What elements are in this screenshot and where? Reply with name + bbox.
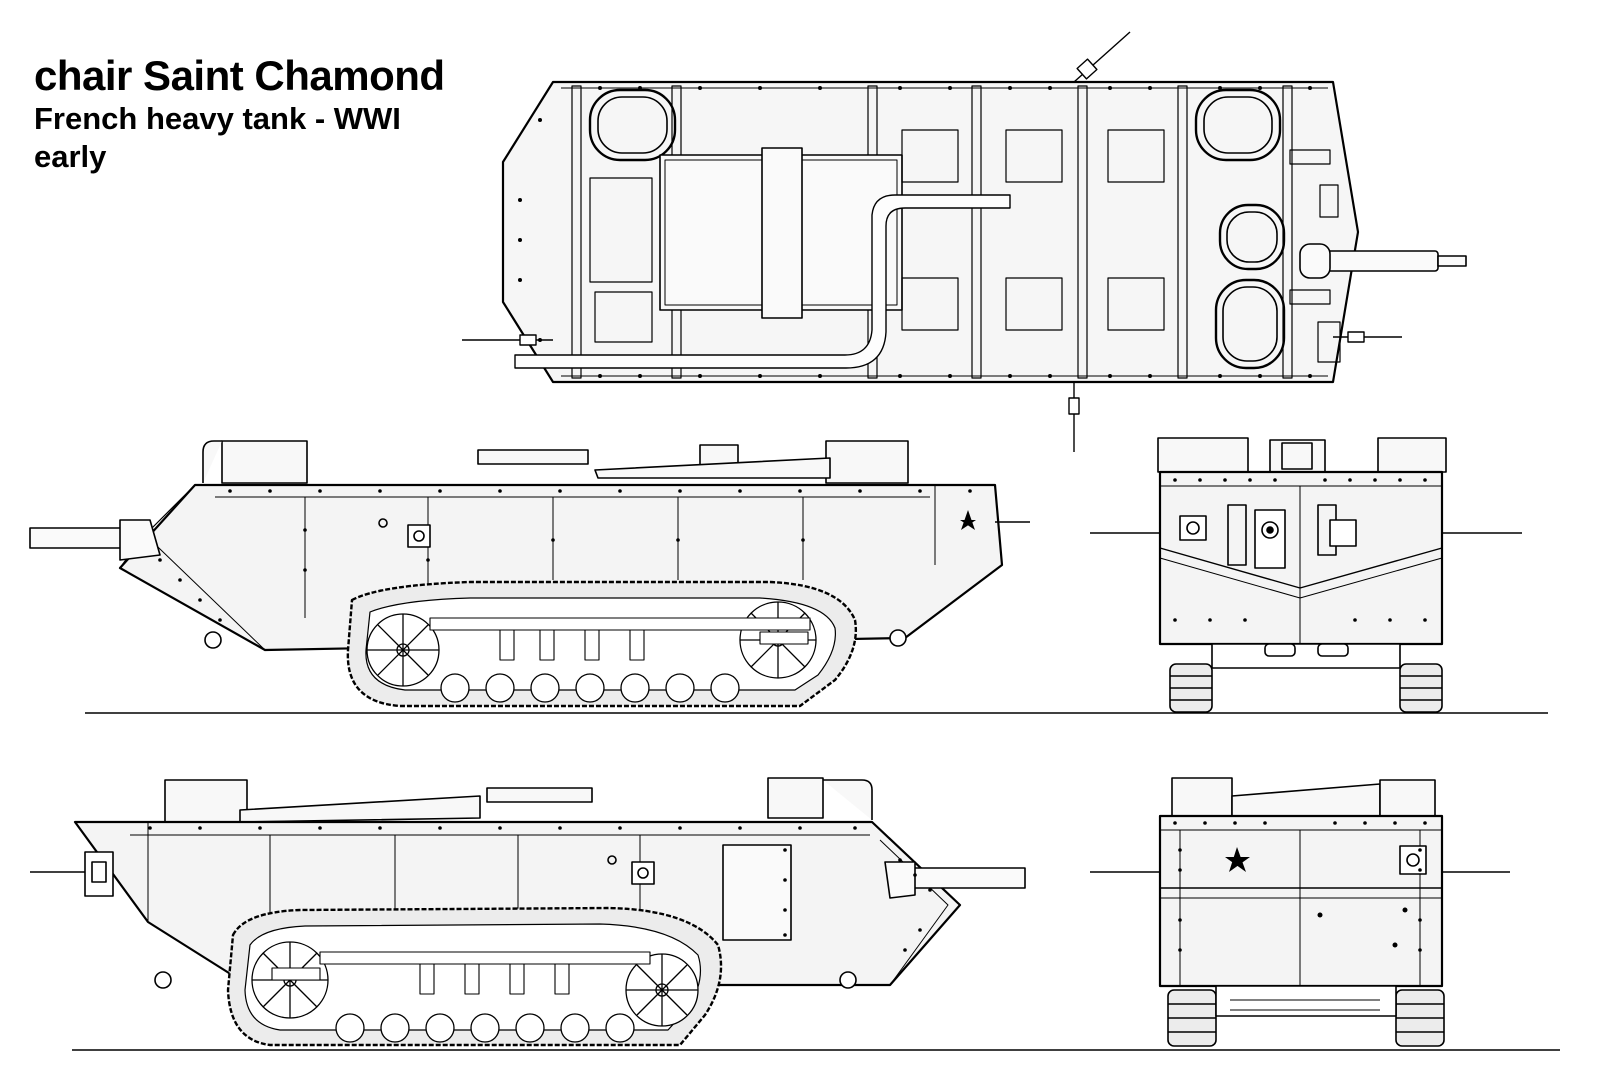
hatches — [588, 88, 1286, 370]
right-side-view — [30, 777, 1560, 1051]
rivets-right — [148, 826, 932, 952]
main-gun-left — [29, 519, 161, 561]
front-view — [1090, 437, 1522, 713]
roof-boxes-right — [164, 777, 873, 823]
tracks-front — [1169, 663, 1443, 713]
exhaust-pipe — [514, 194, 1011, 369]
mg-mount-left — [407, 524, 431, 548]
suspension-left — [429, 617, 811, 661]
hull-front — [1158, 470, 1444, 646]
access-plates — [589, 129, 1341, 363]
tank-description: French heavy tank - WWI — [34, 101, 401, 136]
emblem-left — [960, 510, 976, 530]
rivets-left — [158, 489, 972, 622]
hull-rear — [1158, 814, 1444, 988]
title-block: chair Saint Chamond French heavy tank - … — [34, 52, 445, 176]
emblem-rear — [1225, 847, 1250, 872]
hull-outline-top — [501, 80, 1360, 384]
roof-boxes-left — [202, 440, 909, 484]
suspension-right — [271, 951, 651, 995]
left-side-view — [29, 440, 1548, 714]
tracks-rear — [1167, 989, 1445, 1047]
rivets-top — [518, 86, 1312, 378]
top-view — [462, 31, 1467, 452]
rear-view — [1090, 777, 1510, 1047]
side-door — [722, 844, 792, 941]
tank-variant: early — [34, 139, 107, 174]
main-gun-top — [1299, 243, 1467, 279]
main-gun-right — [884, 861, 1026, 899]
machine-guns-top — [462, 31, 1402, 452]
tank-name: chair Saint Chamond — [34, 52, 445, 99]
roof-cupola — [659, 147, 903, 319]
